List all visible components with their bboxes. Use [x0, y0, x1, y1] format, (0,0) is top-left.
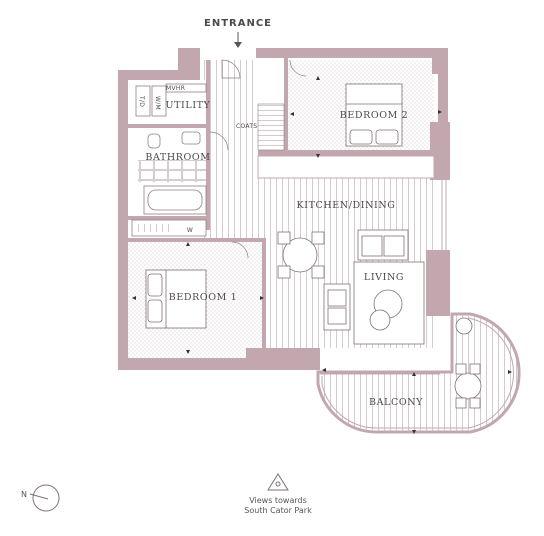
bathroom-tiles	[138, 160, 206, 182]
wm-label: W/M	[154, 96, 161, 110]
views-eye-icon	[267, 473, 289, 491]
balcony-label: BALCONY	[369, 397, 423, 408]
bathroom-label: BATHROOM	[145, 152, 210, 163]
w-label: W	[187, 227, 193, 234]
living-tables	[369, 289, 403, 331]
coats-cupboard	[257, 103, 285, 151]
bedroom1-bed	[145, 269, 207, 329]
living-rug	[353, 261, 425, 345]
utility-fittings	[135, 83, 207, 117]
balcony	[316, 312, 521, 434]
height-markers	[132, 76, 512, 434]
sofa	[323, 229, 409, 331]
views-line1: Views towards	[249, 496, 307, 505]
mvhr-label: MVHR	[166, 85, 185, 92]
bedroom2-bed	[345, 83, 403, 147]
bedroom2-label: BEDROOM 2	[340, 110, 408, 121]
balcony-furniture	[454, 317, 482, 409]
north-label: N	[21, 490, 27, 499]
wardrobe-rail	[134, 224, 170, 232]
utility-floor	[136, 80, 208, 124]
doors	[209, 59, 307, 259]
walls	[118, 48, 450, 370]
north-arrow-icon	[29, 484, 60, 512]
living-label: LIVING	[364, 272, 404, 283]
kitchen-label: KITCHEN/DINING	[297, 200, 396, 211]
utility-label: UTILITY	[166, 100, 211, 111]
views-line2: South Cator Park	[244, 506, 312, 515]
entrance-arrow-icon	[234, 32, 242, 48]
dining-table	[277, 231, 325, 279]
windows	[143, 180, 447, 375]
bedroom1-label: BEDROOM 1	[169, 292, 237, 303]
dryer-label: T/D	[138, 95, 145, 107]
entrance-label: ENTRANCE	[204, 18, 272, 29]
coats-label: COATS	[236, 123, 257, 130]
bathroom-fittings	[143, 131, 207, 215]
